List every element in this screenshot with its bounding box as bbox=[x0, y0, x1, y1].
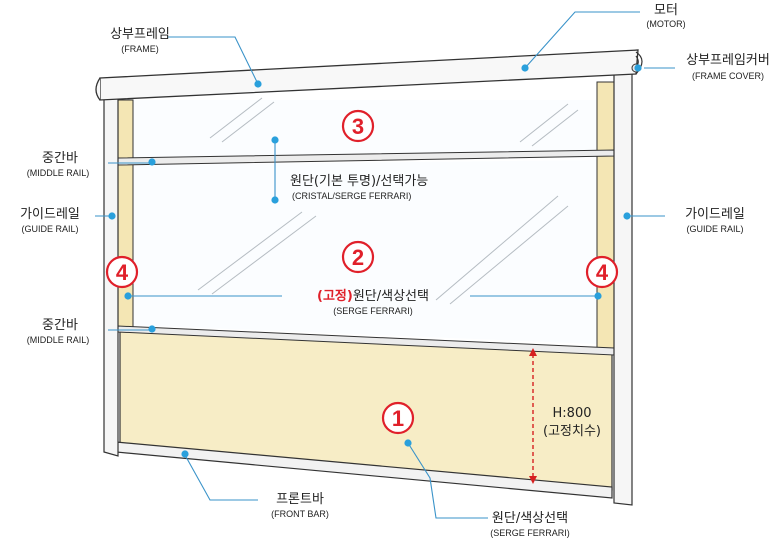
svg-text:(MOTOR): (MOTOR) bbox=[646, 19, 685, 29]
svg-text:가이드레일: 가이드레일 bbox=[20, 207, 80, 222]
svg-text:(CRISTAL/SERGE FERRARI): (CRISTAL/SERGE FERRARI) bbox=[292, 191, 411, 201]
svg-text:(MIDDLE RAIL): (MIDDLE RAIL) bbox=[27, 335, 90, 345]
marker-4-right: 4 bbox=[585, 255, 619, 289]
svg-text:(고정)원단/색상선택: (고정)원단/색상선택 bbox=[317, 288, 429, 304]
marker-1: 1 bbox=[381, 401, 415, 435]
svg-text:원단/색상선택: 원단/색상선택 bbox=[492, 511, 568, 526]
label-height: H:800 (고정치수) bbox=[543, 406, 601, 439]
svg-text:(SERGE FERRARI): (SERGE FERRARI) bbox=[490, 528, 570, 538]
svg-text:상부프레임: 상부프레임 bbox=[110, 27, 170, 42]
leader-dots bbox=[108, 64, 642, 458]
label-motor: 모터 (MOTOR) bbox=[646, 3, 685, 29]
guide-rail-right bbox=[613, 71, 633, 506]
svg-text:중간바: 중간바 bbox=[42, 318, 78, 333]
svg-text:(MIDDLE RAIL): (MIDDLE RAIL) bbox=[27, 168, 90, 178]
svg-text:중간바: 중간바 bbox=[42, 151, 78, 166]
leader-lines bbox=[95, 11, 675, 519]
label-guide-rail-left: 가이드레일 (GUIDE RAIL) bbox=[20, 207, 80, 234]
svg-text:(FRAME COVER): (FRAME COVER) bbox=[692, 71, 764, 81]
svg-text:(GUIDE RAIL): (GUIDE RAIL) bbox=[21, 224, 78, 234]
svg-text:4: 4 bbox=[116, 260, 129, 285]
label-middle-rail-top: 중간바 (MIDDLE RAIL) bbox=[27, 151, 90, 178]
top-frame-cover-edge bbox=[95, 77, 101, 101]
svg-text:(GUIDE RAIL): (GUIDE RAIL) bbox=[686, 224, 743, 234]
label-front-bar: 프론트바 (FRONT BAR) bbox=[271, 492, 329, 519]
marker-2: 2 bbox=[341, 240, 375, 274]
svg-text:3: 3 bbox=[352, 114, 364, 139]
label-fabric-clear: 원단(기본 투명)/선택가능 (CRISTAL/SERGE FERRARI) bbox=[290, 174, 428, 201]
label-frame: 상부프레임 (FRAME) bbox=[110, 27, 170, 54]
height-dimension-arrow bbox=[529, 348, 537, 484]
label-fabric-fixed: (고정)원단/색상선택 (SERGE FERRARI) bbox=[317, 288, 429, 316]
svg-text:H:800: H:800 bbox=[553, 406, 592, 421]
top-frame bbox=[99, 49, 639, 101]
svg-text:(SERGE FERRARI): (SERGE FERRARI) bbox=[333, 306, 413, 316]
glass-reflections bbox=[197, 97, 579, 305]
marker-4-left: 4 bbox=[105, 255, 139, 289]
svg-text:4: 4 bbox=[596, 260, 609, 285]
svg-text:2: 2 bbox=[352, 245, 364, 270]
svg-text:(FRONT BAR): (FRONT BAR) bbox=[271, 509, 329, 519]
svg-text:프론트바: 프론트바 bbox=[276, 492, 324, 507]
svg-text:가이드레일: 가이드레일 bbox=[685, 207, 745, 222]
label-guide-rail-right: 가이드레일 (GUIDE RAIL) bbox=[685, 207, 745, 234]
svg-text:1: 1 bbox=[392, 406, 404, 431]
label-frame-cover: 상부프레임커버 (FRAME COVER) bbox=[686, 53, 770, 81]
svg-text:원단(기본 투명)/선택가능: 원단(기본 투명)/선택가능 bbox=[290, 174, 428, 189]
svg-text:(고정치수): (고정치수) bbox=[543, 424, 601, 439]
side-strip-right bbox=[596, 81, 615, 353]
marker-3: 3 bbox=[341, 109, 375, 143]
label-fabric-bottom: 원단/색상선택 (SERGE FERRARI) bbox=[490, 511, 570, 538]
svg-text:모터: 모터 bbox=[654, 3, 678, 18]
svg-text:(FRAME): (FRAME) bbox=[121, 44, 159, 54]
svg-text:상부프레임커버: 상부프레임커버 bbox=[686, 53, 770, 68]
label-middle-rail-bottom: 중간바 (MIDDLE RAIL) bbox=[27, 318, 90, 345]
